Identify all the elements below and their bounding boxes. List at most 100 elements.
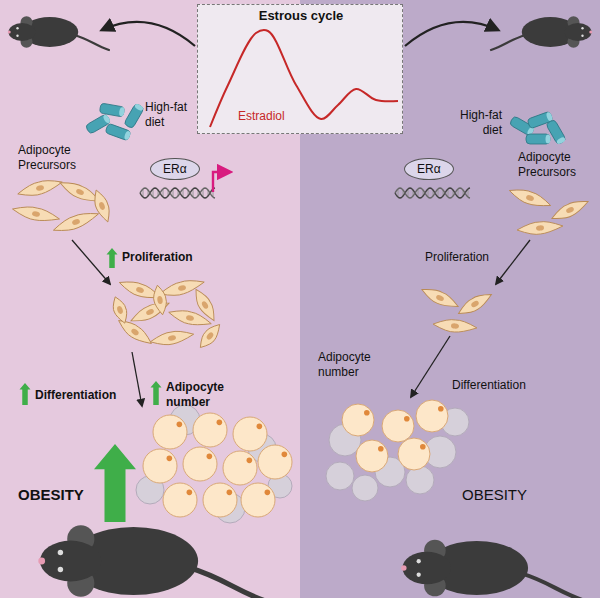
adipocyte [183, 447, 217, 481]
cell-nucleus [201, 300, 210, 310]
precursor-cell [90, 188, 113, 224]
outcome-label: OBESITY [462, 486, 527, 505]
background-cell [326, 462, 354, 490]
lipid-nucleus [282, 452, 288, 458]
adipocyte [143, 449, 177, 483]
cell-nucleus [185, 314, 194, 321]
cell-nucleus [451, 323, 459, 329]
precursor-cell [517, 220, 564, 236]
mouse-eye [58, 567, 63, 572]
cell-nucleus [205, 331, 214, 340]
process-label: Adipocyte number [166, 380, 246, 410]
cell-body [51, 208, 100, 236]
receptor-oval: ERα [404, 158, 454, 180]
cell-nucleus [32, 211, 41, 218]
pellet-end [546, 111, 554, 121]
cell-nucleus [565, 206, 574, 214]
process-label: Differentiation [35, 388, 116, 403]
adipocyte [398, 438, 430, 470]
precursor-cell [455, 289, 494, 319]
lipid-nucleus [438, 406, 444, 412]
mouse-eye [581, 27, 583, 29]
precursor-cell [167, 306, 213, 329]
adipocyte [203, 483, 237, 517]
receptor-label: ERα [417, 162, 441, 176]
mouse-nose [8, 31, 11, 34]
pellet-end [134, 103, 144, 112]
dna-strand [140, 188, 215, 198]
cell-nucleus [525, 194, 534, 202]
receptor-oval: ERα [150, 158, 200, 180]
diet-pellet [124, 103, 145, 129]
precursor-cell [549, 196, 590, 224]
lipid-nucleus [187, 490, 193, 496]
precursor-cell [16, 176, 64, 200]
estradiol-curve [210, 30, 398, 127]
adipocyte [258, 445, 292, 479]
cell-nucleus [435, 294, 444, 302]
cell-body [109, 295, 130, 326]
cell-body [507, 185, 553, 212]
pellet-end [102, 114, 111, 124]
cell-nucleus [75, 188, 84, 196]
mouse-nose [401, 565, 406, 570]
mouse-icon [401, 540, 583, 598]
cell-body [11, 203, 60, 225]
precursor-cell [51, 208, 100, 236]
lipid-nucleus [420, 444, 426, 450]
pellet-body [99, 103, 124, 117]
background-cell [352, 475, 378, 501]
flow-arrow [411, 336, 450, 397]
curved-arrow [102, 22, 195, 46]
lipid-nucleus [364, 410, 370, 416]
lipid-nucleus [217, 420, 223, 426]
process-label: Adipocyte number [318, 350, 390, 380]
diet-pellet [526, 134, 551, 144]
cycle-heading: Estrous cycle [259, 8, 344, 24]
adipocyte [223, 451, 257, 485]
adipocyte [153, 415, 187, 449]
obese-mouse [38, 525, 268, 598]
transcription-arrow [213, 172, 230, 192]
outcome-label: OBESITY [18, 486, 84, 505]
adipocyte [382, 410, 414, 442]
cell-nucleus [98, 201, 106, 210]
mouse-tail [75, 35, 110, 50]
cell-nucleus [536, 225, 544, 231]
precursor-cell [507, 185, 553, 212]
cell-body [90, 188, 113, 224]
precursor-cell [149, 328, 194, 348]
precursor-cell [109, 295, 130, 326]
cell-body [167, 306, 213, 329]
precursor-cell [151, 284, 168, 316]
mouse-head [403, 552, 452, 584]
lipid-nucleus [247, 458, 253, 464]
dna-strand [395, 188, 470, 198]
cell-body [196, 321, 225, 352]
adipocyte [193, 413, 227, 447]
precursor-cell [11, 203, 60, 225]
adipocyte [163, 483, 197, 517]
mouse-head [40, 541, 101, 582]
diet-label: High-fat diet [145, 100, 197, 130]
cell-body [419, 284, 460, 312]
adipocyte [356, 440, 388, 472]
increase-arrow [20, 383, 31, 405]
cell-nucleus [130, 328, 140, 337]
precursor-cell [433, 318, 478, 334]
mouse-nose [38, 558, 45, 565]
mouse-nose [589, 31, 592, 34]
cell-nucleus [177, 284, 186, 291]
hormone-curve-canvas [198, 5, 401, 132]
mouse-eye [417, 559, 421, 563]
cell-body [455, 289, 494, 319]
dna-strand [395, 188, 470, 198]
curved-arrow [405, 22, 498, 46]
adipocyte [233, 417, 267, 451]
precursor-cell [419, 284, 460, 312]
lipid-nucleus [177, 422, 183, 428]
flow-arrow [72, 240, 110, 284]
mouse-tail [190, 568, 268, 598]
cell-nucleus [145, 308, 154, 316]
